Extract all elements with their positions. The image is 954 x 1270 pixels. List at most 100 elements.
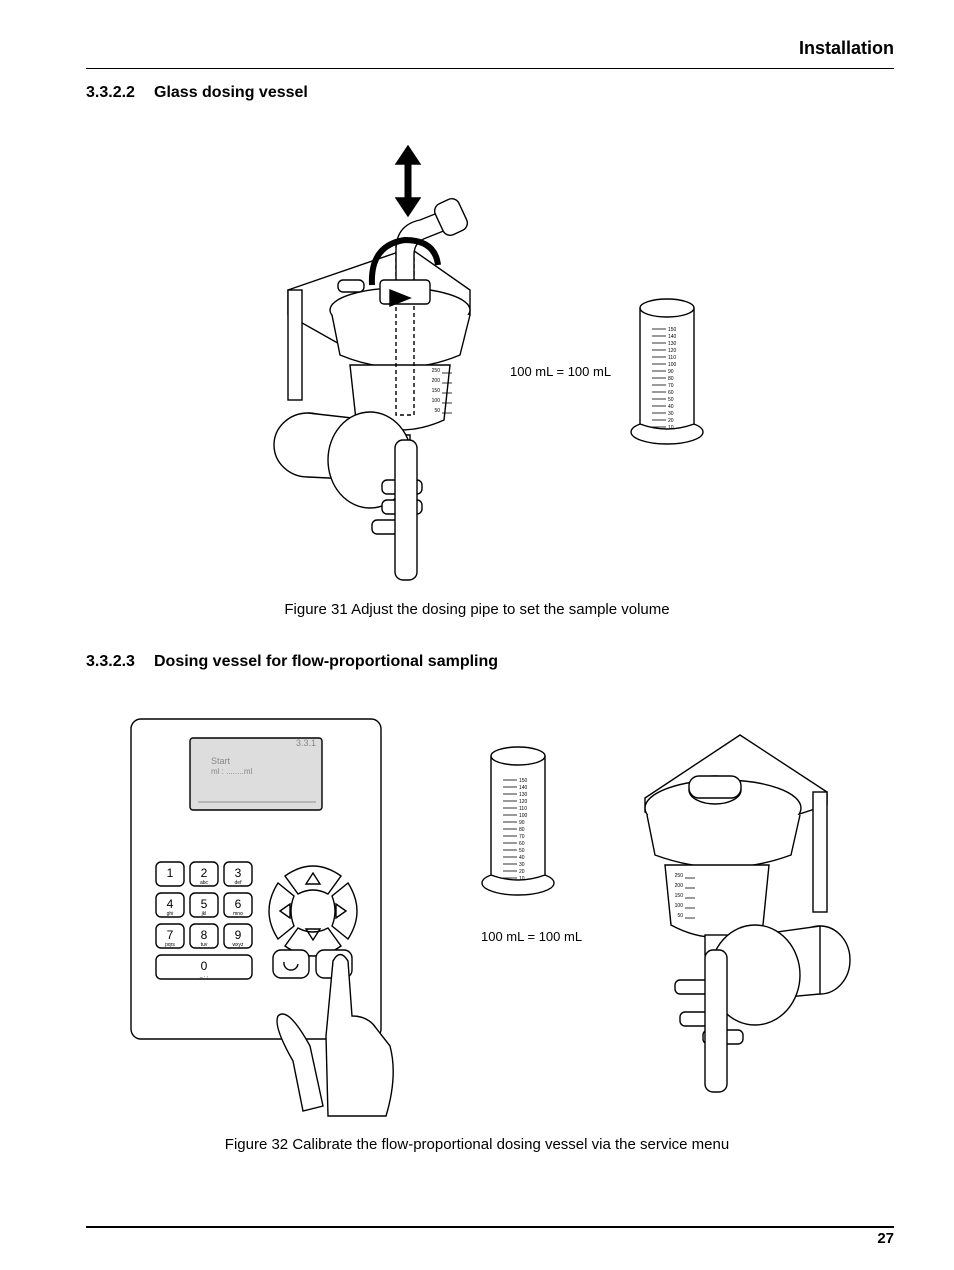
figure-31-caption: Figure 31 Adjust the dosing pipe to set …	[284, 601, 670, 618]
triangle-up-icon	[304, 871, 322, 885]
key-digit: 7	[167, 928, 174, 942]
bracket-side	[812, 791, 828, 913]
hand-thumb	[276, 1013, 324, 1112]
vessel-scale-label: 250	[675, 873, 684, 879]
key-letters: def	[235, 880, 243, 886]
scale-label: 30	[519, 862, 525, 868]
vessel-scale-label: 100	[675, 903, 684, 909]
scale-label: 10	[668, 425, 674, 431]
side-fitting	[337, 279, 365, 293]
rotate-arrow	[368, 236, 441, 286]
scale-label: 60	[668, 390, 674, 396]
key-digit: 5	[201, 897, 208, 911]
outlet-pipe	[394, 439, 418, 581]
key-digit: 0	[201, 959, 208, 973]
section-heading-flow-proportional: 3.3.2.3 Dosing vessel for flow-proportion…	[86, 653, 498, 671]
footer-rule	[86, 1226, 894, 1228]
vessel-upper	[646, 814, 801, 869]
scale-label: 140	[668, 334, 677, 340]
cylinder-body	[490, 756, 546, 881]
vessel-scale-label: 200	[675, 883, 684, 889]
key-letters: wxyz	[232, 942, 244, 948]
scale-label: 70	[519, 834, 525, 840]
key-0	[155, 954, 253, 980]
key-digit: 1	[167, 866, 174, 880]
key-digit: 6	[235, 897, 242, 911]
scale-label: 80	[519, 827, 525, 833]
controller-display	[189, 737, 323, 811]
key-letters: ghi	[167, 911, 174, 917]
scale-label: 90	[519, 820, 525, 826]
key-letters: mno	[233, 911, 243, 917]
vessel-upper	[331, 314, 471, 369]
display-menu-code: 3.3.1	[296, 738, 316, 748]
triangle-right-icon	[335, 902, 348, 920]
cylinder-body	[639, 308, 695, 430]
scale-label: 100	[519, 813, 528, 819]
scale-label: 150	[519, 778, 528, 784]
key-1	[155, 861, 185, 887]
cylinder-mouth	[490, 746, 546, 766]
scale-label: 50	[668, 397, 674, 403]
display-line-ml: ml : ........ml	[211, 767, 253, 776]
key-4	[155, 892, 185, 918]
figure-31-volume-label: 100 mL = 100 mL	[510, 364, 612, 379]
arrow-up-icon	[394, 144, 422, 165]
key-letters: pqrs	[165, 942, 175, 948]
section-title: Dosing vessel for flow-proportional samp…	[154, 653, 499, 670]
section-number: 3.3.2.2	[86, 84, 135, 101]
key-6	[223, 892, 253, 918]
vessel-scale-label: 250	[432, 368, 441, 374]
scale-label: 20	[519, 869, 525, 875]
key-digit: 8	[201, 928, 208, 942]
bracket-side	[287, 289, 303, 401]
scale-label: 150	[668, 327, 677, 333]
vessel-scale-label: 100	[432, 398, 441, 404]
scale-label: 70	[668, 383, 674, 389]
key-letters: _ . ,	[199, 973, 208, 979]
scale-label: 140	[519, 785, 528, 791]
key-8	[189, 923, 219, 949]
scale-label: 130	[519, 792, 528, 798]
scale-label: 110	[519, 806, 527, 812]
scale-label: 90	[668, 369, 674, 375]
hand-pointing-finger	[325, 953, 394, 1117]
vessel-cap-knurl	[688, 775, 742, 799]
arrow-left-key	[268, 881, 295, 941]
vessel-scale-label: 150	[675, 893, 684, 899]
key-3	[223, 861, 253, 887]
scale-label: 40	[668, 404, 674, 410]
figure-32-caption: Figure 32 Calibrate the flow-proportiona…	[224, 1136, 730, 1153]
triangle-down-icon	[304, 928, 322, 942]
header-rule	[86, 68, 894, 69]
key-7	[155, 923, 185, 949]
scale-label: 30	[668, 411, 674, 417]
scale-label: 110	[668, 355, 676, 361]
key-digit: 2	[201, 866, 208, 880]
scale-label: 120	[519, 799, 528, 805]
arrow-up-key	[284, 865, 342, 895]
scale-label: 120	[668, 348, 677, 354]
figure-32-volume-label: 100 mL = 100 mL	[481, 929, 583, 944]
key-digit: 9	[235, 928, 242, 942]
pipe-nozzle	[433, 198, 469, 236]
scale-label: 80	[668, 376, 674, 382]
section-heading-glass-dosing-vessel: 3.3.2.2 Glass dosing vessel	[86, 84, 308, 102]
vessel-scale-label: 50	[434, 408, 440, 414]
back-key	[272, 949, 310, 979]
rotate-arrowhead	[389, 288, 412, 308]
scale-label: 100	[668, 362, 677, 368]
arrow-right-key	[331, 881, 358, 941]
key-letters: abc	[200, 880, 209, 886]
section-title: Glass dosing vessel	[154, 84, 308, 101]
section-number: 3.3.2.3	[86, 653, 135, 670]
scale-label: 130	[668, 341, 677, 347]
